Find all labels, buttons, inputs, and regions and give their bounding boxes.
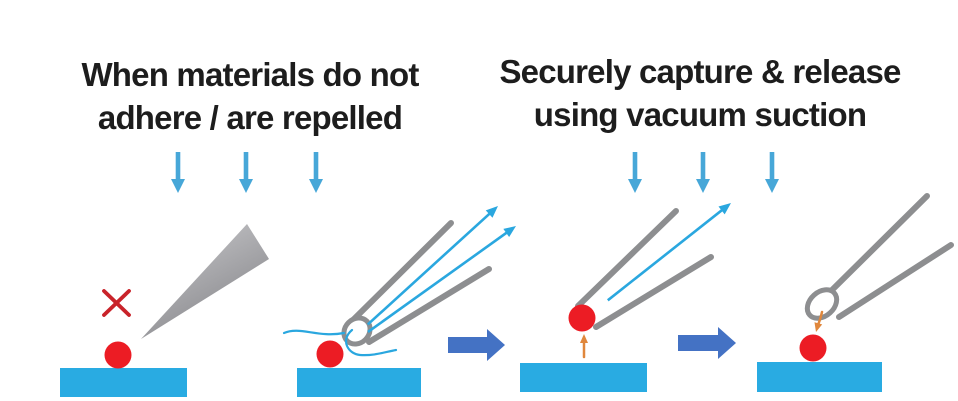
step-arrow-icon xyxy=(448,329,505,361)
left-title: When materials do not adhere / are repel… xyxy=(30,53,470,139)
left-title-line1: When materials do not xyxy=(81,56,419,93)
left-down-arrows xyxy=(171,152,323,193)
down-arrow-icon xyxy=(309,152,323,193)
cross-icon xyxy=(102,289,131,317)
surface-block xyxy=(757,362,882,392)
nozzle-tube xyxy=(349,220,492,345)
airflow-swirl xyxy=(344,328,398,357)
nozzle-tube xyxy=(828,193,954,320)
right-title-line2: using vacuum suction xyxy=(533,96,867,133)
airflow-swirl xyxy=(282,329,346,336)
panel-blown-away-airflow xyxy=(282,206,516,397)
airflow-arrow-icon xyxy=(366,206,498,326)
down-arrow-icon xyxy=(171,152,185,193)
airflow-arrow-icon xyxy=(367,226,516,334)
release-arrow-icon xyxy=(814,310,824,332)
panel-vacuum-capture xyxy=(520,203,731,392)
right-down-arrows xyxy=(628,152,779,193)
panel-repelled-by-needle xyxy=(60,224,269,397)
lift-arrow-icon xyxy=(580,334,588,359)
sample-ball xyxy=(316,340,344,368)
panel-vacuum-release xyxy=(757,193,954,392)
down-arrow-icon xyxy=(696,152,710,193)
sample-ball xyxy=(104,341,132,369)
nozzle-opening xyxy=(341,315,373,347)
needle-tool xyxy=(141,224,269,339)
step-arrow-icon xyxy=(678,327,736,359)
suction-arrow-icon xyxy=(606,203,731,302)
nozzle-opening xyxy=(804,287,840,321)
down-arrow-icon xyxy=(628,152,642,193)
surface-block xyxy=(520,363,647,392)
right-title: Securely capture & release using vacuum … xyxy=(468,50,932,136)
sample-ball xyxy=(568,304,596,332)
down-arrow-icon xyxy=(239,152,253,193)
right-title-line1: Securely capture & release xyxy=(499,53,901,90)
left-title-line2: adhere / are repelled xyxy=(97,99,403,136)
down-arrow-icon xyxy=(765,152,779,193)
surface-block xyxy=(297,368,421,397)
surface-block xyxy=(60,368,187,397)
sample-ball xyxy=(799,334,827,362)
nozzle-tube xyxy=(575,208,714,330)
